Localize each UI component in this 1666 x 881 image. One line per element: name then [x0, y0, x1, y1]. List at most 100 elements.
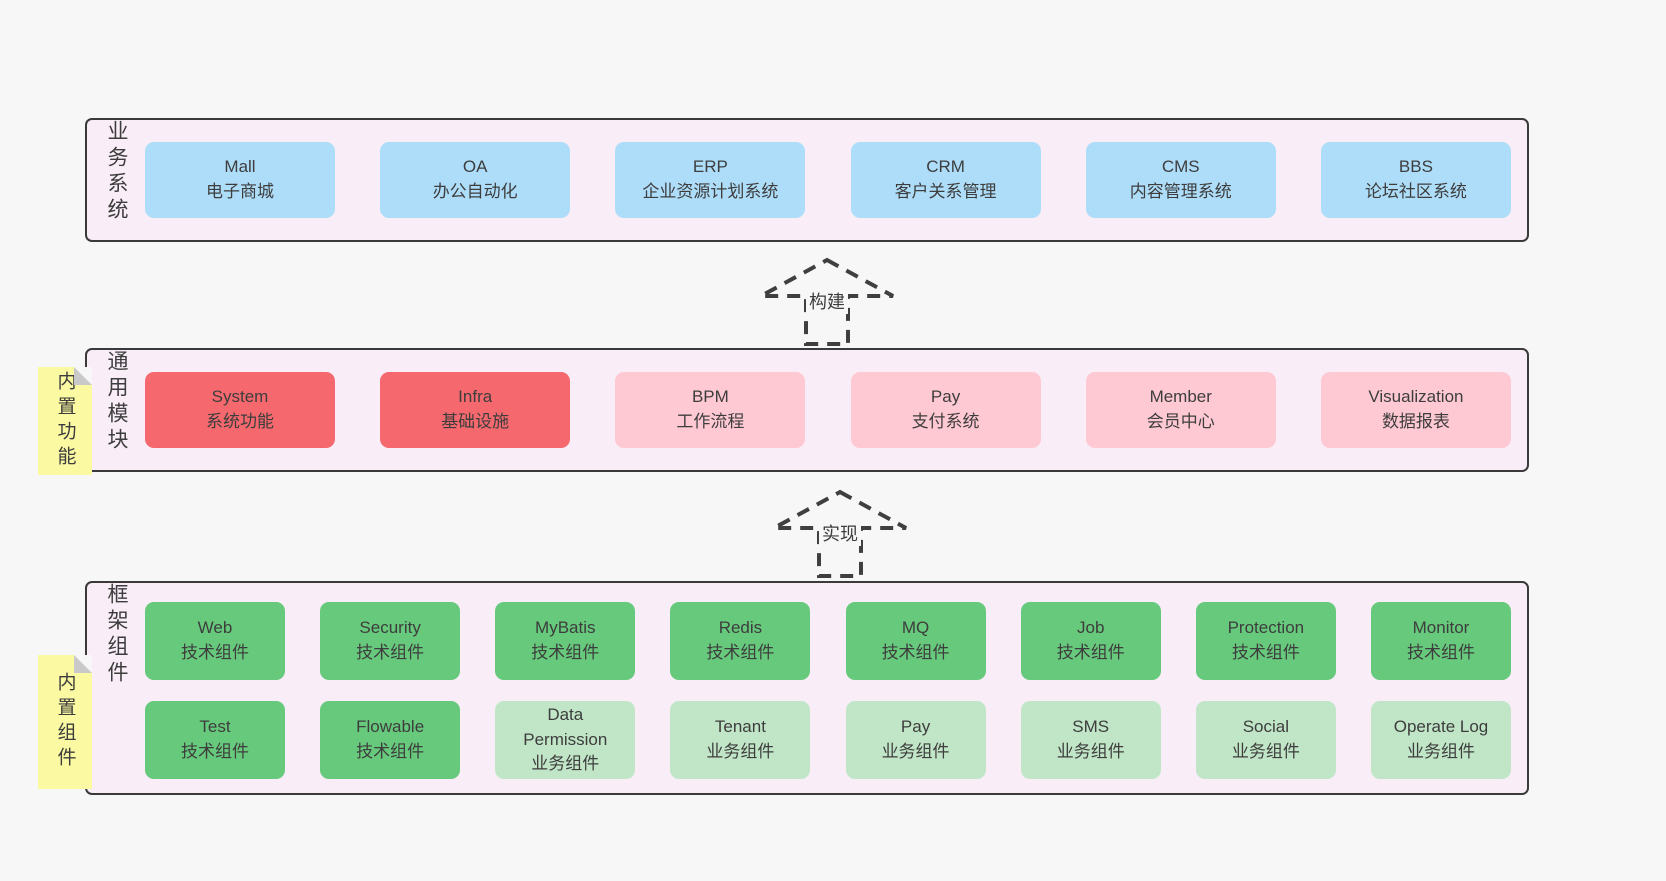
box-subtitle: 技术组件: [181, 742, 249, 761]
box-tenant: Tenant 业务组件: [670, 701, 811, 779]
box-mybatis: MyBatis 技术组件: [495, 602, 636, 680]
box-subtitle: 技术组件: [1056, 643, 1125, 662]
box-protection: Protection 技术组件: [1195, 602, 1336, 680]
dashed-up-arrow-icon: [773, 489, 907, 578]
box-subtitle: 办公自动化: [432, 182, 518, 201]
box-title: Infra: [458, 387, 493, 407]
sticky-note-built-in-features: 内置功能: [38, 367, 92, 475]
dashed-up-arrow-icon: [760, 257, 894, 346]
box-title: Web: [197, 618, 233, 638]
box-oa: OA 办公自动化: [380, 142, 571, 218]
box-subtitle: 支付系统: [911, 412, 980, 431]
box-title: Redis: [718, 618, 763, 638]
box-title: Security: [359, 618, 421, 638]
box-subtitle: 企业资源计划系统: [642, 182, 779, 201]
box-title: Tenant: [714, 717, 766, 737]
implement-arrow: 实现: [770, 488, 910, 578]
box-redis: Redis 技术组件: [670, 602, 811, 680]
box-subtitle: 技术组件: [1406, 643, 1475, 662]
box-title: MQ: [901, 618, 930, 638]
box-subtitle: 客户关系管理: [894, 182, 997, 201]
layer-label-components: 框架组件: [105, 583, 128, 687]
box-erp: ERP 企业资源计划系统: [615, 142, 806, 218]
box-title: Test: [199, 717, 231, 737]
box-subtitle: 工作流程: [676, 412, 745, 431]
box-subtitle: 业务组件: [881, 742, 950, 761]
box-title: Flowable: [356, 717, 425, 737]
build-arrow-label: 构建: [806, 288, 848, 314]
layer-business-systems: 业务系统 Mall 电子商城 OA 办公自动化 ERP 企业资源计划系统 CRM 客户关系管理…: [85, 118, 1529, 242]
box-web: Web 技术组件: [145, 602, 285, 680]
box-subtitle: 业务组件: [1231, 742, 1300, 761]
box-title: BPM: [691, 387, 729, 407]
sticky-note-built-in-components: 内置组件: [38, 655, 92, 789]
layer-label-modules: 通用模块: [105, 350, 128, 454]
box-title: Pay: [930, 387, 961, 407]
box-title: Monitor: [1412, 618, 1470, 638]
box-subtitle: 电子商城: [206, 182, 274, 201]
box-test: Test 技术组件: [145, 701, 285, 779]
box-title: Social: [1242, 717, 1289, 737]
box-infra: Infra 基础设施: [380, 372, 571, 448]
box-subtitle: 技术组件: [356, 643, 425, 662]
box-subtitle: 内容管理系统: [1129, 182, 1232, 201]
box-subtitle: 数据报表: [1381, 412, 1450, 431]
implement-arrow-label: 实现: [819, 520, 861, 546]
layer-common-modules: 通用模块 System 系统功能 Infra 基础设施 BPM 工作流程 Pay 支付系统 Me…: [85, 348, 1529, 472]
box-subtitle: 基础设施: [441, 412, 510, 431]
box-crm: CRM 客户关系管理: [850, 142, 1041, 218]
box-subtitle: 技术组件: [881, 643, 950, 662]
box-title: Job: [1076, 618, 1105, 638]
box-operate-log: Operate Log 业务组件: [1370, 701, 1511, 779]
box-subtitle: 系统功能: [206, 412, 274, 431]
box-subtitle: 技术组件: [706, 643, 775, 662]
box-title: System: [211, 387, 269, 407]
box-title: BBS: [1398, 157, 1433, 177]
build-arrow: 构建: [757, 256, 897, 346]
box-title: OA: [462, 157, 488, 177]
box-title: Data Permission: [523, 705, 608, 749]
box-subtitle: 会员中心: [1146, 412, 1215, 431]
box-system: System 系统功能: [145, 372, 335, 448]
box-job: Job 技术组件: [1020, 602, 1161, 680]
box-monitor: Monitor 技术组件: [1370, 602, 1511, 680]
box-subtitle: 技术组件: [356, 742, 425, 761]
box-title: Pay: [900, 717, 931, 737]
box-pay: Pay 业务组件: [845, 701, 986, 779]
box-social: Social 业务组件: [1195, 701, 1336, 779]
box-pay: Pay 支付系统: [850, 372, 1041, 448]
box-subtitle: 业务组件: [531, 754, 600, 774]
box-subtitle: 技术组件: [181, 643, 249, 662]
box-subtitle: 业务组件: [1056, 742, 1125, 761]
box-title: SMS: [1072, 717, 1110, 737]
box-bbs: BBS 论坛社区系统: [1320, 142, 1511, 218]
box-subtitle: 技术组件: [531, 643, 600, 662]
box-member: Member 会员中心: [1085, 372, 1276, 448]
box-title: MyBatis: [535, 618, 596, 638]
box-title: Protection: [1227, 618, 1305, 638]
box-flowable: Flowable 技术组件: [320, 701, 461, 779]
box-subtitle: 业务组件: [1406, 742, 1475, 761]
box-title: ERP: [692, 157, 728, 177]
modules-box-row: System 系统功能 Infra 基础设施 BPM 工作流程 Pay 支付系统 Member 会…: [145, 372, 1511, 448]
box-security: Security 技术组件: [320, 602, 461, 680]
box-data-permission: Data Permission 业务组件: [495, 701, 636, 779]
box-sms: SMS 业务组件: [1020, 701, 1161, 779]
box-subtitle: 论坛社区系统: [1364, 182, 1467, 201]
box-title: CRM: [926, 157, 965, 177]
layer-label-business: 业务系统: [105, 120, 128, 224]
box-mq: MQ 技术组件: [845, 602, 986, 680]
box-subtitle: 技术组件: [1231, 643, 1300, 662]
box-subtitle: 业务组件: [706, 742, 775, 761]
box-title: Member: [1149, 387, 1212, 407]
box-title: Mall: [224, 157, 256, 177]
box-bpm: BPM 工作流程: [615, 372, 806, 448]
box-title: Operate Log: [1393, 717, 1489, 737]
